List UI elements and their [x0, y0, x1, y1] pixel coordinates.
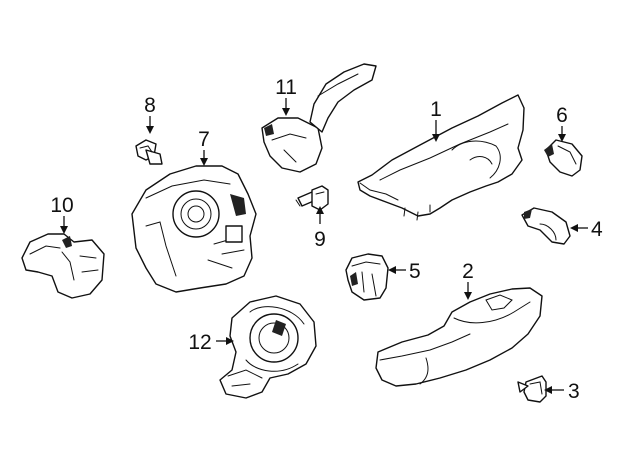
callout-4: 4 — [591, 218, 603, 241]
callout-1: 1 — [430, 98, 442, 121]
part-11-stalk-switch — [261, 63, 377, 173]
callout-9: 9 — [314, 228, 326, 251]
part-5-bracket — [345, 253, 389, 301]
callout-5: 5 — [409, 260, 421, 283]
callout-12: 12 — [188, 331, 211, 354]
part-10-switch — [21, 233, 105, 299]
callout-2: 2 — [462, 260, 474, 283]
part-12-clock-spring — [219, 295, 317, 399]
part-2-lower-shroud — [375, 287, 543, 387]
part-4-clip — [521, 207, 571, 245]
callout-11: 11 — [275, 76, 297, 99]
callout-labels: 1 2 3 4 5 6 7 8 9 10 11 12 — [50, 76, 603, 403]
callout-7: 7 — [198, 128, 210, 151]
callout-3: 3 — [568, 380, 580, 403]
part-1-upper-shroud — [357, 94, 525, 221]
part-3-screw — [517, 375, 547, 403]
leader-lines — [60, 98, 588, 394]
callout-10: 10 — [50, 194, 73, 217]
callout-8: 8 — [144, 94, 156, 117]
part-9-bolt — [295, 185, 329, 211]
part-7-switch-housing — [131, 165, 257, 293]
part-8-bolt — [135, 139, 163, 165]
callout-6: 6 — [556, 104, 568, 127]
part-6-plug — [544, 139, 583, 177]
